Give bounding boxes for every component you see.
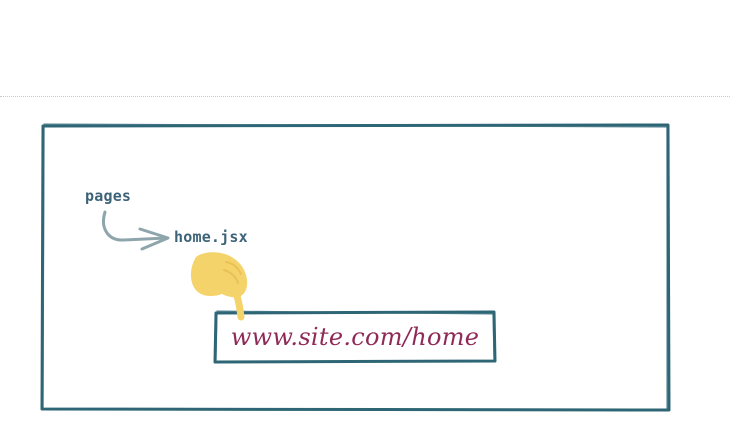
curved-arrow-icon: [102, 210, 170, 251]
file-label: home.jsx: [174, 228, 248, 246]
url-label: www.site.com/home: [230, 323, 480, 351]
folder-label: pages: [85, 187, 132, 205]
pointing-hand-icon: [190, 252, 248, 321]
page-divider: [0, 96, 730, 97]
outer-frame: [40, 123, 671, 412]
url-box: [213, 310, 497, 364]
